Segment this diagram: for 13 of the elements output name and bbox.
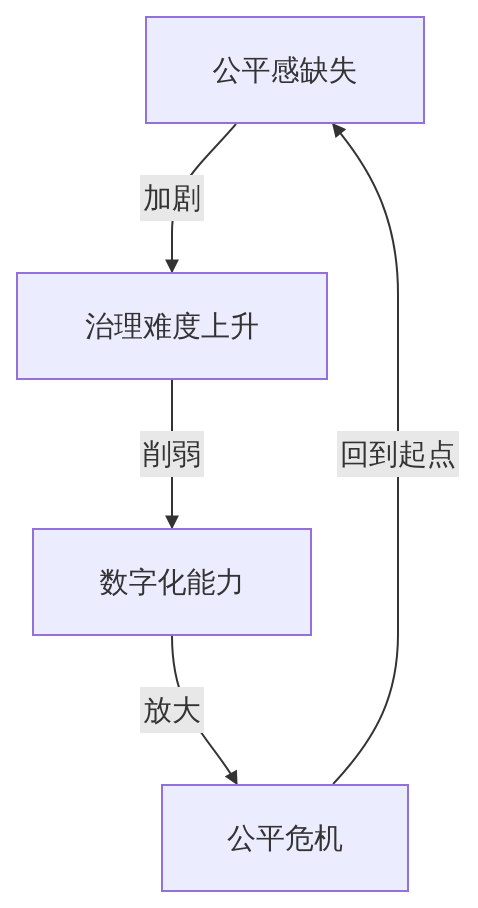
- process-box: [16, 272, 328, 380]
- process-box: [32, 528, 312, 636]
- node-label: 公平危机: [227, 820, 343, 857]
- edge-label: 加剧: [140, 175, 204, 221]
- node-label: 公平感缺失: [212, 52, 358, 89]
- edge-label: 削弱: [140, 431, 204, 477]
- process-box: [145, 16, 425, 124]
- edge-label: 回到起点: [337, 431, 459, 477]
- process-box: [161, 784, 409, 892]
- arrow: [332, 122, 399, 785]
- node-label: 治理难度上升: [85, 308, 259, 345]
- edge-label: 放大: [140, 687, 204, 733]
- node-label: 数字化能力: [100, 564, 244, 601]
